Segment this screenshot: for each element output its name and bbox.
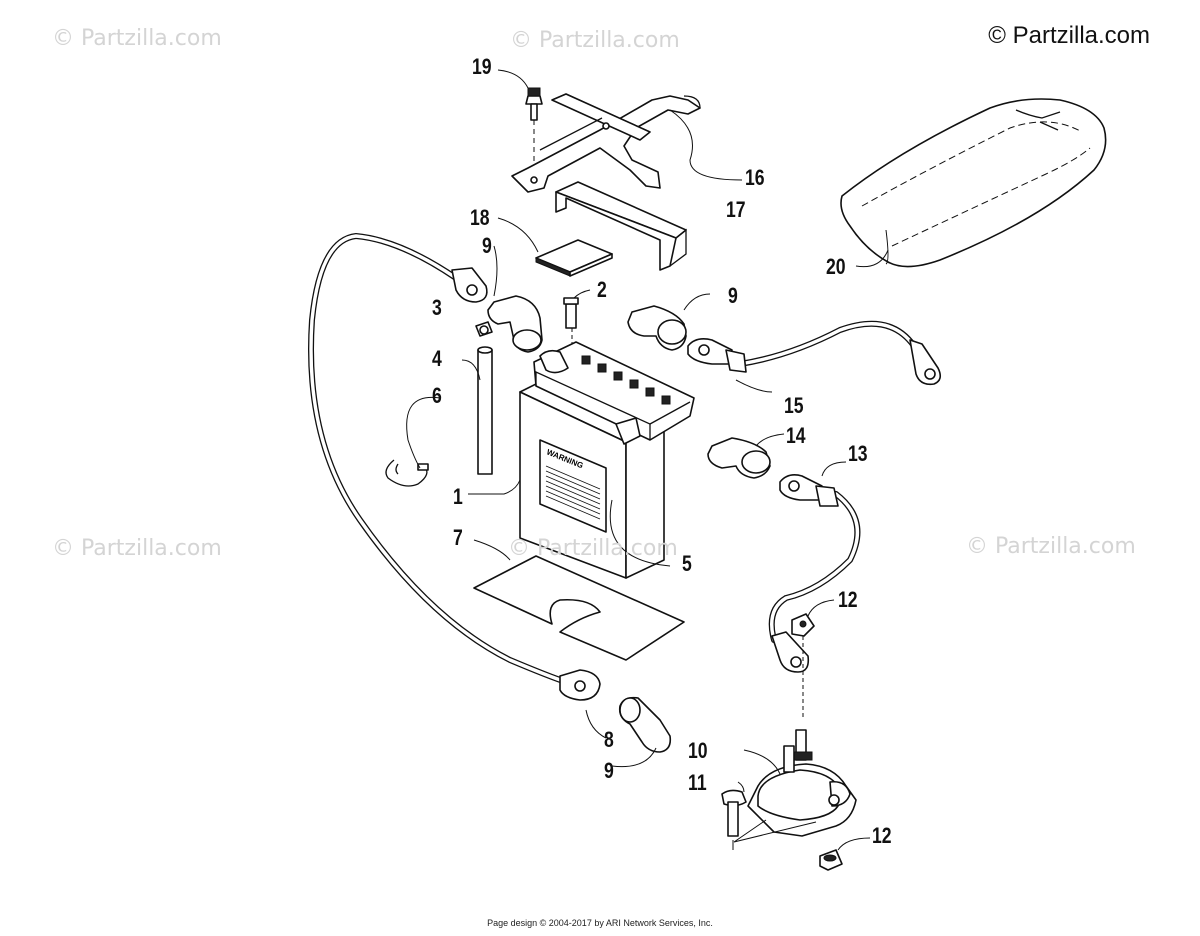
part-19-screw xyxy=(525,87,543,178)
callout-8[interactable]: 8 xyxy=(604,727,614,752)
callout-14[interactable]: 14 xyxy=(786,423,806,448)
copyright-text: © Partzilla.com xyxy=(988,22,1150,49)
part-20-manual xyxy=(840,98,1107,268)
callout-7[interactable]: 7 xyxy=(453,525,463,550)
callout-18[interactable]: 18 xyxy=(470,205,490,230)
part-1-battery xyxy=(519,341,695,579)
part-16-bracket xyxy=(511,93,701,193)
callout-11[interactable]: 11 xyxy=(688,770,707,795)
part-17-pad xyxy=(555,181,687,271)
footer-credit: Page design © 2004-2017 by ARI Network S… xyxy=(487,918,713,928)
callout-19[interactable]: 19 xyxy=(472,54,492,79)
callout-1[interactable]: 1 xyxy=(453,484,463,509)
part-13-cable xyxy=(768,474,861,673)
callout-3[interactable]: 3 xyxy=(432,295,442,320)
callout-20[interactable]: 20 xyxy=(826,254,846,279)
callout-15[interactable]: 15 xyxy=(784,393,804,418)
part-8-cable xyxy=(308,232,601,701)
watermark: © Partzilla.com xyxy=(966,534,1136,559)
callout-17[interactable]: 17 xyxy=(726,197,746,222)
callout-9-a[interactable]: 9 xyxy=(482,233,492,258)
watermark: © Partzilla.com xyxy=(510,28,680,53)
part-15-cable xyxy=(687,320,942,386)
part-18-foam xyxy=(535,239,613,277)
watermark: © Partzilla.com xyxy=(52,536,222,561)
part-14-boot xyxy=(707,437,771,479)
part-9-boot-c xyxy=(618,696,672,753)
part-3-nut xyxy=(475,321,493,337)
callout-9-c[interactable]: 9 xyxy=(604,758,614,783)
callout-12-b[interactable]: 12 xyxy=(872,823,892,848)
callout-4[interactable]: 4 xyxy=(432,346,442,371)
part-7-tray xyxy=(473,555,685,661)
part-11-screw xyxy=(721,789,747,850)
callout-6[interactable]: 6 xyxy=(432,383,442,408)
part-12-nut-b xyxy=(819,849,843,871)
callout-9-b[interactable]: 9 xyxy=(728,283,738,308)
part-6-clamp xyxy=(385,459,429,487)
callout-5[interactable]: 5 xyxy=(682,551,692,576)
callout-12-a[interactable]: 12 xyxy=(838,587,858,612)
part-9-boot-a xyxy=(487,295,543,353)
callout-2[interactable]: 2 xyxy=(597,277,607,302)
callout-16[interactable]: 16 xyxy=(745,165,765,190)
callout-10[interactable]: 10 xyxy=(688,738,708,763)
part-10-solenoid xyxy=(747,729,857,837)
part-9-boot-b xyxy=(627,305,687,351)
part-12-nut-a xyxy=(791,613,815,720)
callout-13[interactable]: 13 xyxy=(848,441,868,466)
watermark: © Partzilla.com xyxy=(52,26,222,51)
part-4-tube xyxy=(477,346,493,475)
watermark: © Partzilla.com xyxy=(508,536,678,561)
